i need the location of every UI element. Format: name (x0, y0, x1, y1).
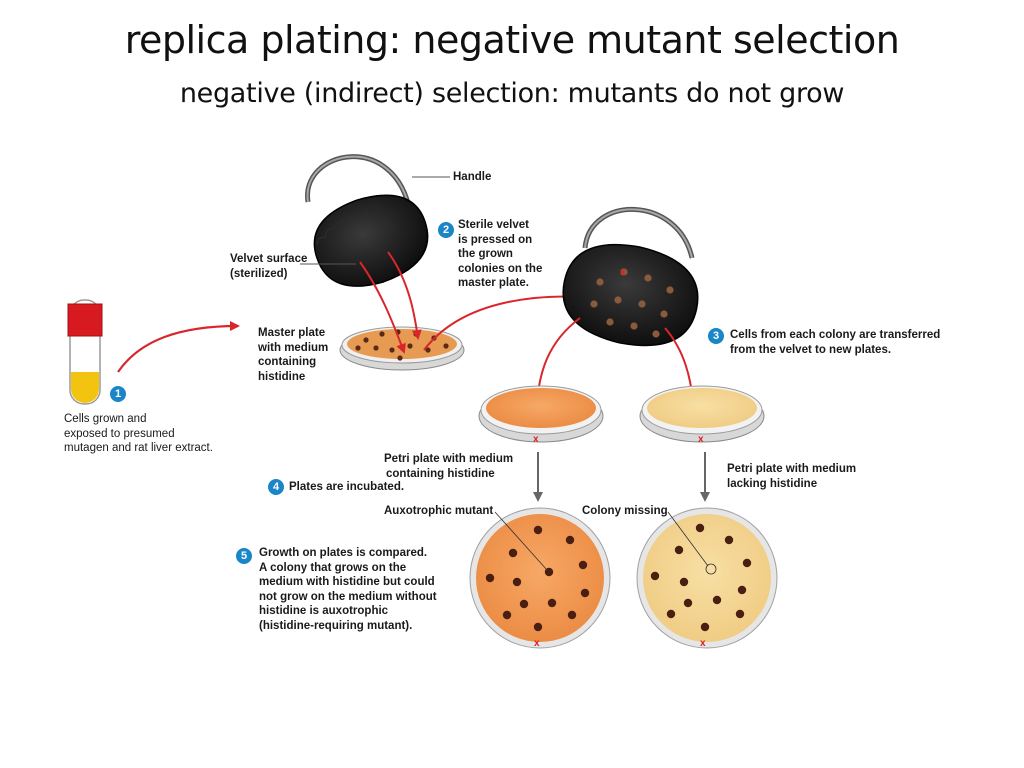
result-plate-no-histidine (636, 507, 778, 649)
velvet-missing-colony-mark: x (620, 267, 626, 278)
colony-missing-label: Colony missing (582, 505, 668, 517)
colony-missing-pointer (667, 511, 709, 567)
velvet-stamp-icon (305, 154, 429, 287)
arrow-velvet-to-master-2 (387, 251, 422, 340)
step-1-badge: 1 (110, 386, 126, 402)
test-tube-icon (67, 299, 103, 405)
step-4-text: Plates are incubated. (289, 481, 405, 493)
handle-label: Handle (453, 171, 492, 183)
velvet-surface-label: Velvet surface(sterilized) (230, 253, 308, 280)
result-histidine-missing-mark: x (534, 638, 540, 649)
step-4-badge: 4 (268, 479, 284, 495)
velvet-stamp-icon (562, 206, 699, 347)
slide-title: replica plating: negative mutant selecti… (124, 18, 900, 62)
slide-subtitle: negative (indirect) selection: mutants d… (179, 78, 845, 109)
result-plate-histidine (469, 507, 611, 649)
no-histidine-plate-missing-mark: x (698, 434, 704, 445)
auxotrophic-mutant-pointer (494, 511, 548, 571)
step-3-badge: 3 (708, 328, 724, 344)
arrow-velvet-to-master (359, 261, 406, 354)
step-5-badge: 5 (236, 548, 252, 564)
step-5-text: Growth on plates is compared.A colony th… (259, 547, 437, 632)
histidine-plate-missing-mark: x (533, 434, 539, 445)
missing-colony-circle (705, 563, 717, 575)
petri-dish-icon (639, 385, 765, 443)
step-2-badge: 2 (438, 222, 454, 238)
auxotrophic-mutant-label: Auxotrophic mutant (384, 505, 494, 517)
petri-dish-icon (478, 385, 604, 443)
result-no-histidine-missing-mark: x (700, 638, 706, 649)
arrow-tube-to-master (117, 321, 240, 373)
